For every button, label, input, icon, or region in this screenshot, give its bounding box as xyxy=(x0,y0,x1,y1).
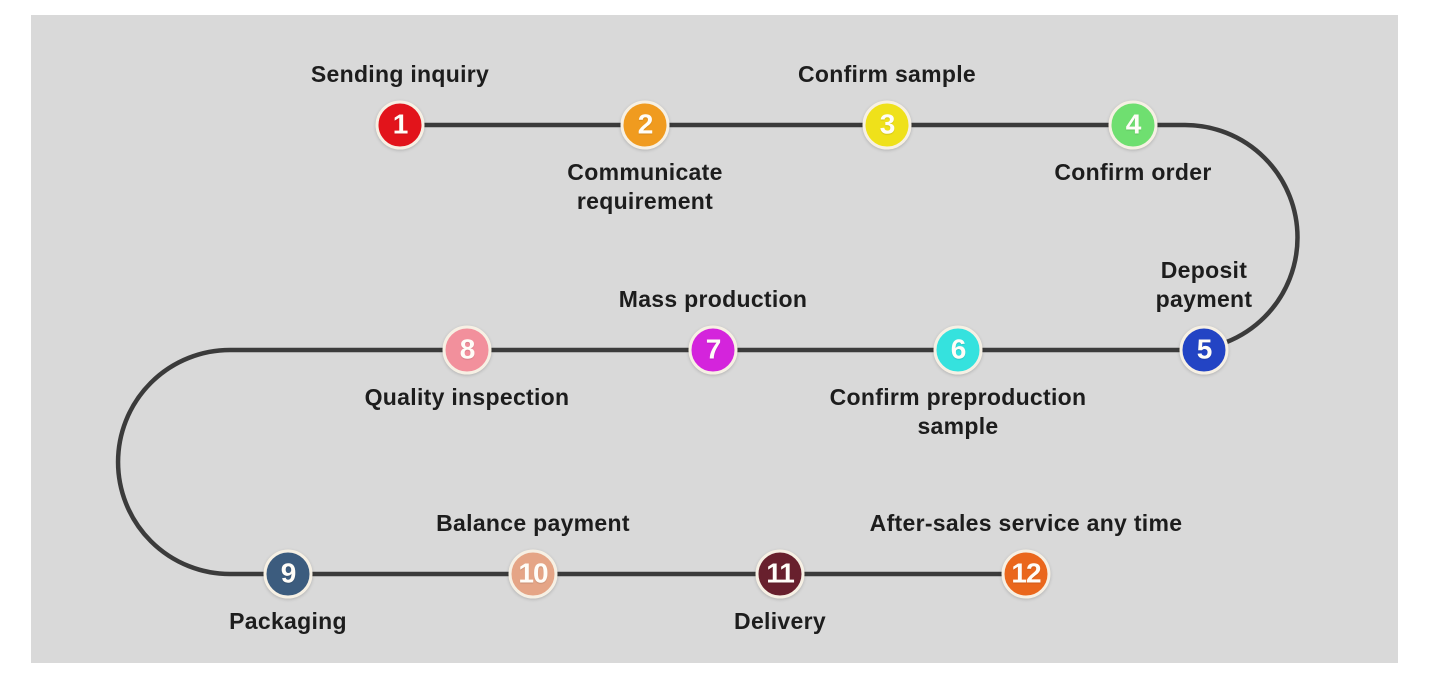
step-number: 5 xyxy=(1196,333,1213,365)
step-number: 2 xyxy=(637,108,654,140)
step-circle: 5 xyxy=(1179,325,1229,375)
step-number: 10 xyxy=(518,557,548,589)
step-circle: 4 xyxy=(1108,100,1158,150)
step-number: 12 xyxy=(1011,557,1041,589)
step-label: Delivery xyxy=(734,608,826,634)
step-circle: 11 xyxy=(755,549,805,599)
step-circle: 6 xyxy=(933,325,983,375)
step-number: 8 xyxy=(459,333,476,365)
step-label: Communicate requirement xyxy=(567,159,723,214)
step-label: Packaging xyxy=(229,608,347,634)
step-label: Confirm preproduction sample xyxy=(829,384,1087,439)
step-circle: 2 xyxy=(620,100,670,150)
step-circle: 12 xyxy=(1001,549,1051,599)
step-label: Quality inspection xyxy=(364,384,570,410)
step-circle: 7 xyxy=(688,325,738,375)
step-circle: 9 xyxy=(263,549,313,599)
step-label: Balance payment xyxy=(436,509,630,536)
step-label: Deposit payment xyxy=(1155,257,1253,312)
step-number: 7 xyxy=(705,333,722,365)
step-number: 3 xyxy=(879,108,896,140)
step-label: Sending inquiry xyxy=(310,60,490,87)
step-circle: 10 xyxy=(508,549,558,599)
step-label: After-sales service any time xyxy=(869,509,1183,536)
step-number: 11 xyxy=(766,557,795,589)
step-circle: 1 xyxy=(375,100,425,150)
step-label: Confirm sample xyxy=(797,60,977,87)
step-number: 6 xyxy=(950,333,967,365)
step-number: 9 xyxy=(280,557,297,589)
step-label: Mass production xyxy=(618,285,808,312)
step-number: 4 xyxy=(1125,108,1142,140)
step-circle: 3 xyxy=(862,100,912,150)
step-label: Confirm order xyxy=(1054,159,1212,185)
step-circle: 8 xyxy=(442,325,492,375)
step-number: 1 xyxy=(392,108,409,140)
